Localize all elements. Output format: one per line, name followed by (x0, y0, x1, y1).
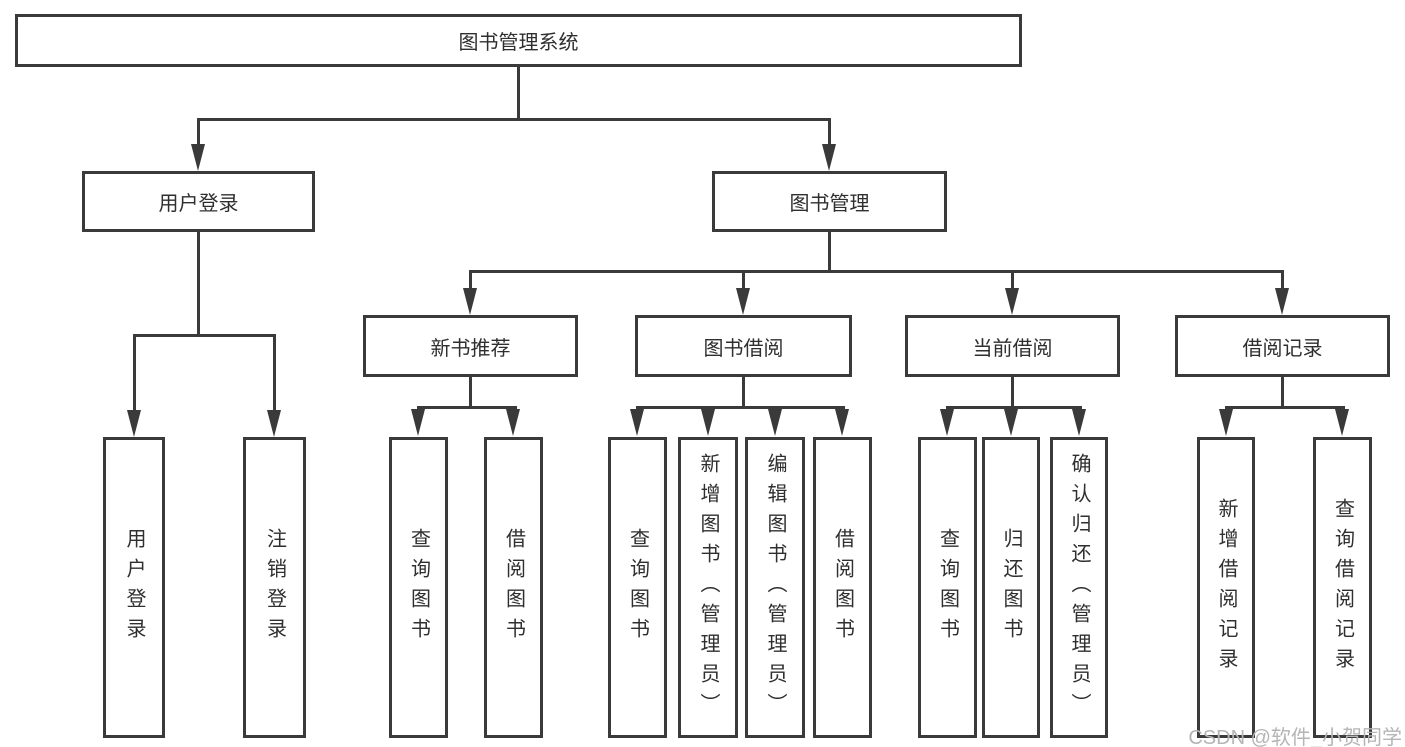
node-label: 查询借阅记录 (1331, 497, 1354, 678)
arrow-down-icon (1005, 288, 1019, 315)
node-label: 借阅图书 (831, 527, 854, 648)
arrow-down-icon (127, 410, 141, 437)
connector-line (1281, 377, 1284, 408)
connector-line (1225, 406, 1345, 409)
node-book-management: 图书管理 (712, 171, 947, 232)
arrow-down-icon (768, 409, 782, 436)
connector-line (417, 406, 517, 409)
connector-line (197, 232, 200, 336)
node-label: 查询图书 (407, 527, 430, 648)
node-label: 当前借阅 (972, 337, 1053, 360)
node-label: 确认归还（管理员） (1068, 452, 1090, 723)
arrow-down-icon (191, 144, 205, 171)
connector-line (469, 270, 472, 288)
node-label: 新增图书（管理员） (697, 452, 719, 723)
connector-line (469, 270, 1284, 273)
connector-line (197, 118, 831, 121)
arrow-down-icon (630, 409, 644, 436)
node-cb-query-books: 查询图书 (918, 437, 977, 738)
connector-line (946, 406, 1082, 409)
connector-line (197, 118, 200, 146)
node-label: 新增借阅记录 (1215, 497, 1237, 678)
arrow-down-icon (736, 288, 750, 315)
node-label: 图书管理系统 (458, 32, 579, 54)
node-bb-borrow-books: 借阅图书 (813, 437, 872, 738)
node-nbr-borrow-books: 借阅图书 (484, 437, 543, 738)
arrow-down-icon (1219, 409, 1233, 436)
node-bb-add-books-admin: 新增图书（管理员） (678, 437, 738, 738)
node-bb-edit-books-admin: 编辑图书（管理员） (745, 437, 805, 738)
node-library-management-system: 图书管理系统 (15, 14, 1022, 67)
node-leaf-user-login: 用户登录 (103, 437, 165, 738)
node-br-query-record: 查询借阅记录 (1313, 437, 1372, 738)
node-label: 查询图书 (936, 527, 959, 648)
arrow-down-icon (822, 144, 836, 171)
arrow-down-icon (463, 288, 477, 315)
arrow-down-icon (835, 409, 849, 436)
connector-line (636, 406, 845, 409)
connector-line (828, 118, 831, 146)
node-label: 注销登录 (263, 527, 286, 648)
node-label: 用户登录 (123, 527, 145, 648)
node-leaf-logout: 注销登录 (243, 437, 306, 738)
node-book-borrow: 图书借阅 (635, 315, 852, 377)
connector-line (1011, 270, 1014, 288)
node-cb-confirm-return-admin: 确认归还（管理员） (1050, 437, 1108, 738)
node-borrow-records: 借阅记录 (1175, 315, 1390, 377)
arrow-down-icon (701, 409, 715, 436)
arrow-down-icon (1275, 288, 1289, 315)
arrow-down-icon (1004, 409, 1018, 436)
node-label: 图书管理 (789, 193, 870, 215)
node-nbr-query-books: 查询图书 (389, 437, 448, 738)
node-user-login: 用户登录 (82, 171, 315, 232)
node-label: 借阅记录 (1242, 337, 1323, 360)
connector-line (273, 334, 276, 411)
connector-line (828, 232, 831, 272)
node-label: 查询图书 (626, 527, 649, 648)
node-current-borrow: 当前借阅 (905, 315, 1120, 377)
arrow-down-icon (1335, 409, 1349, 436)
connector-line (133, 334, 276, 337)
connector-line (1011, 377, 1014, 408)
node-label: 用户登录 (158, 193, 239, 215)
connector-line (742, 270, 745, 288)
node-label: 编辑图书（管理员） (764, 452, 786, 723)
arrow-down-icon (940, 409, 954, 436)
node-label: 借阅图书 (502, 527, 525, 648)
node-label: 图书借阅 (703, 337, 784, 360)
node-label: 归还图书 (1000, 527, 1022, 648)
node-br-add-record: 新增借阅记录 (1197, 437, 1255, 738)
arrow-down-icon (506, 409, 520, 436)
csdn-watermark: CSDN @软件_小贺同学 (1188, 727, 1402, 747)
node-cb-return-books: 归还图书 (982, 437, 1040, 738)
arrow-down-icon (411, 409, 425, 436)
connector-line (469, 377, 472, 408)
connector-line (1281, 270, 1284, 288)
connector-line (133, 334, 136, 411)
connector-line (517, 67, 520, 120)
node-bb-query-books: 查询图书 (608, 437, 667, 738)
node-label: 新书推荐 (430, 337, 511, 360)
arrow-down-icon (1072, 409, 1086, 436)
arrow-down-icon (267, 410, 281, 437)
connector-line (742, 377, 745, 408)
node-new-book-recommend: 新书推荐 (363, 315, 578, 377)
